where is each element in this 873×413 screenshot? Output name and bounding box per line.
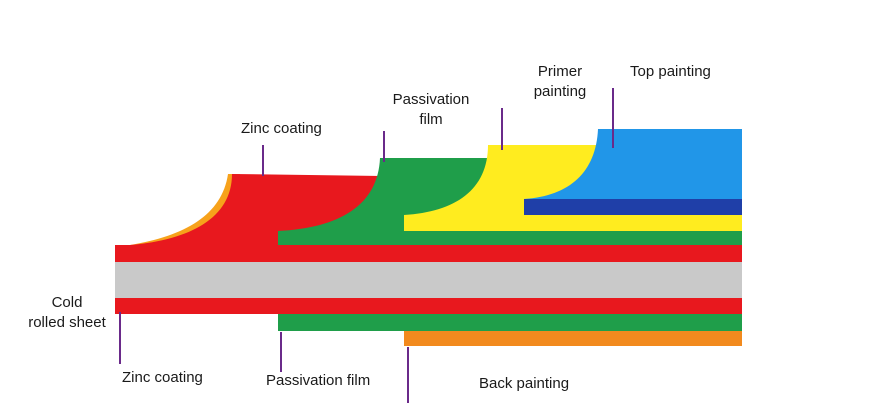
label-passivation-film-top-line1: Passivation	[392, 91, 470, 108]
passivation-film-bottom-strip	[278, 314, 742, 331]
label-back-painting: Back painting	[479, 375, 570, 392]
passivation-film-top-strip	[278, 231, 742, 245]
zinc-coating-curl-edge	[130, 174, 240, 245]
label-primer-painting-line2: painting	[533, 83, 587, 100]
cold-rolled-sheet-core	[115, 262, 742, 298]
label-top-painting: Top painting	[630, 63, 711, 80]
label-passivation-film-top-line2: film	[419, 111, 443, 128]
leader-lines	[119, 88, 614, 403]
label-cold-rolled-line2: rolled sheet	[28, 314, 106, 331]
label-cold-rolled-line1: Cold	[51, 294, 83, 311]
label-primer-painting-line1: Primer	[537, 63, 583, 80]
label-zinc-coating-bottom: Zinc coating	[122, 369, 203, 386]
label-zinc-coating-top: Zinc coating	[241, 120, 322, 137]
back-painting-strip	[404, 331, 742, 346]
label-passivation-film-top: Passivation film	[379, 90, 483, 130]
zinc-coating-top-strip	[115, 245, 742, 262]
label-cold-rolled-sheet: Cold rolled sheet	[12, 293, 122, 333]
label-primer-painting: Primer painting	[524, 62, 596, 102]
top-painting-dark-band	[524, 199, 742, 215]
label-passivation-film-bottom: Passivation film	[266, 372, 371, 389]
top-painting-curl	[524, 129, 742, 199]
primer-painting-strip	[404, 215, 742, 231]
zinc-coating-bottom-strip	[115, 298, 742, 314]
